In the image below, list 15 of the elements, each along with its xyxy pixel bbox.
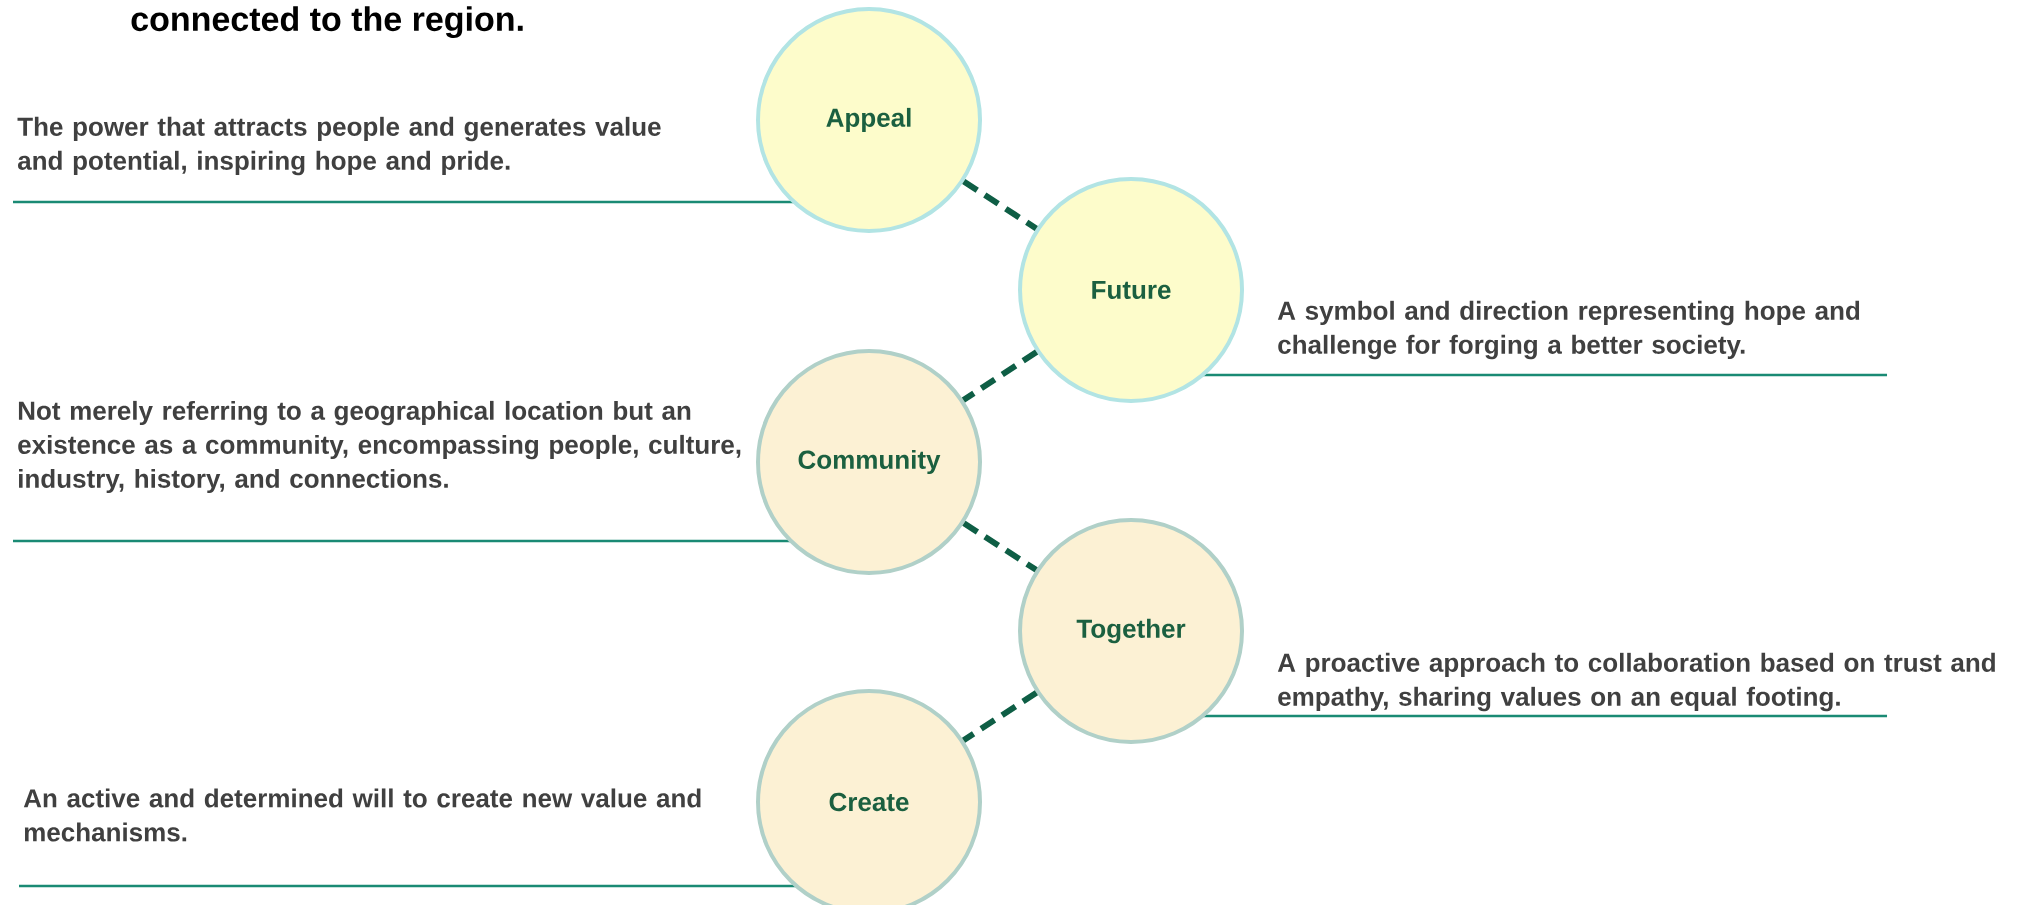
dashed-connector xyxy=(962,520,1038,573)
description: A symbol and direction representing hope and challenge for forging a better society. xyxy=(1277,300,1860,360)
title: connected to the region. xyxy=(131,6,523,38)
description: Not merely referring to a geographical location but an existence as a community, encompassing people, culture, industry, history, and connections. xyxy=(18,400,741,494)
description: A proactive approach to collaboration based on trust and empathy, sharing values on an equal footing. xyxy=(1277,652,1995,712)
dashed-connector xyxy=(961,349,1039,403)
circle-node: Appeal xyxy=(756,7,982,233)
description: An active and determined will to create new value and mechanisms. xyxy=(23,788,701,842)
dashed-connector xyxy=(962,690,1039,743)
circle-node: Community xyxy=(756,349,982,575)
circle-node: Together xyxy=(1018,518,1244,744)
dashed-connector xyxy=(962,179,1038,231)
circle-node: Create xyxy=(756,689,982,905)
description: The power that attracts people and generates value and potential, inspiring hope and pride. xyxy=(17,116,661,176)
circle-node: Future xyxy=(1018,177,1244,403)
